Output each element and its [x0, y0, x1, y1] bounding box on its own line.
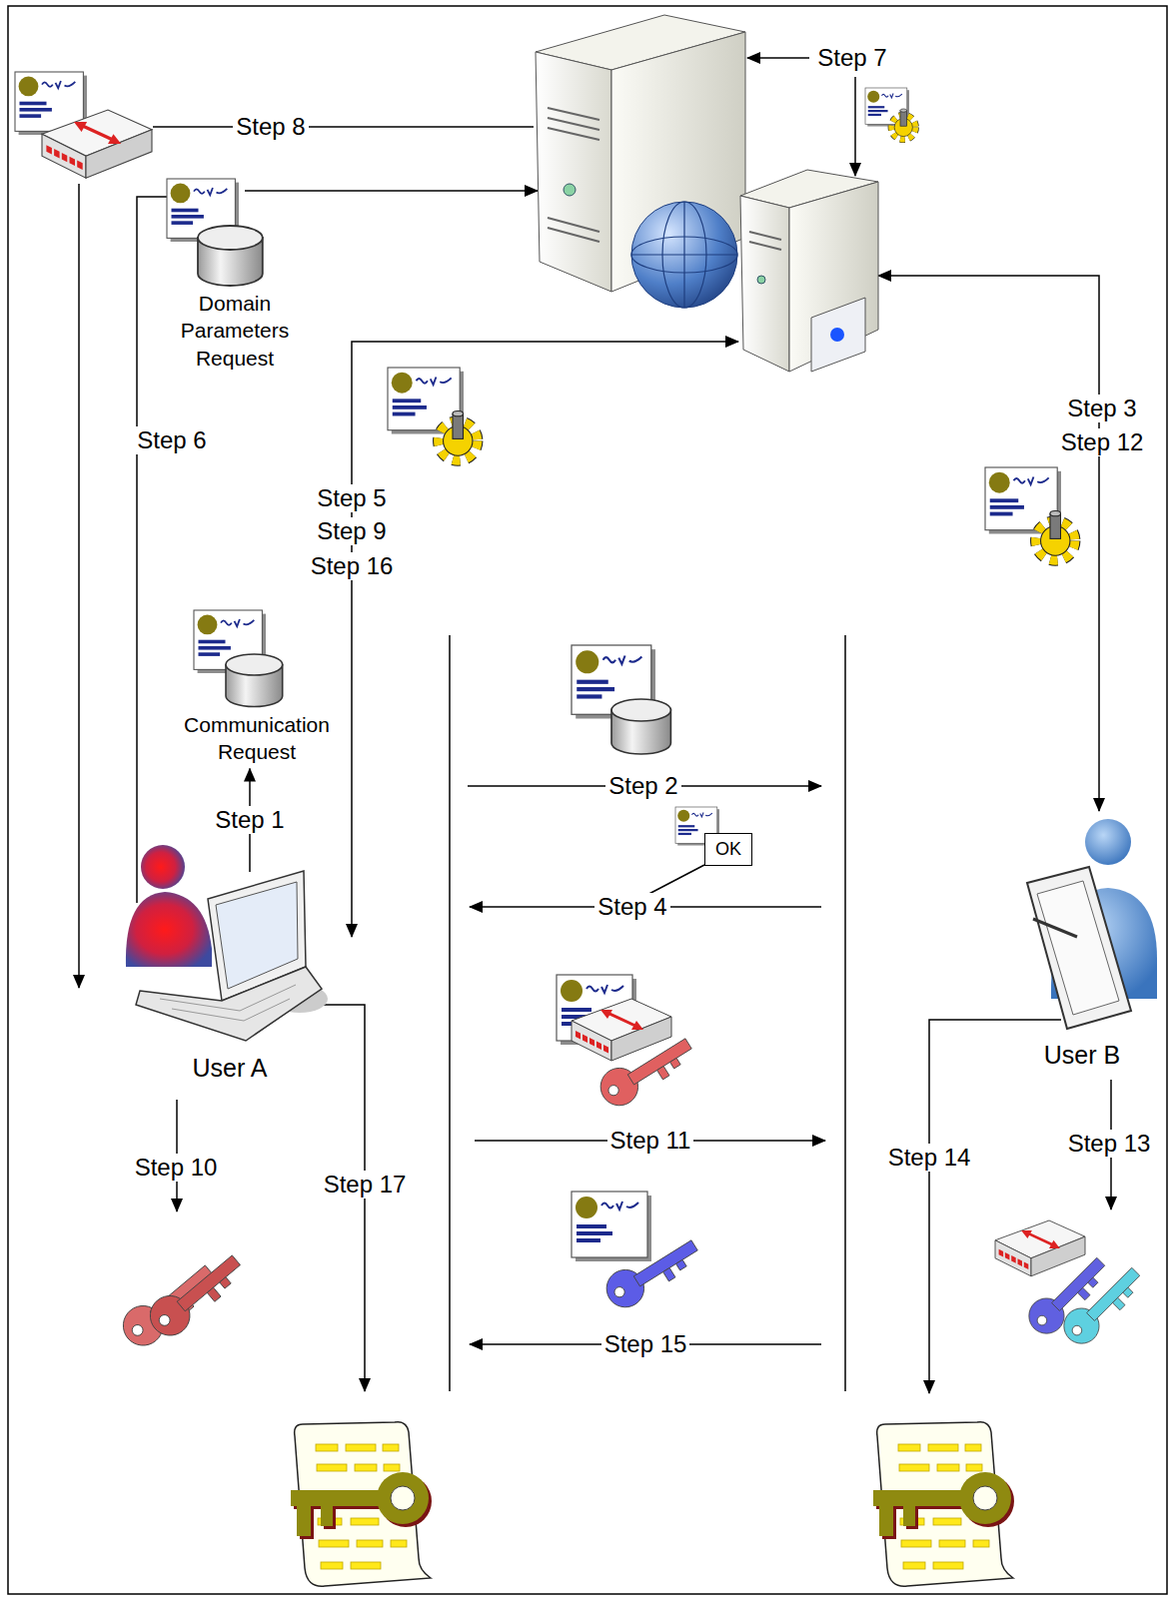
icons-part	[1057, 1259, 1150, 1352]
request-node: Communication Request	[161, 711, 352, 767]
icons-part	[438, 411, 477, 461]
user-node: User A	[119, 872, 340, 1085]
step-label: Step 17	[320, 1171, 410, 1199]
wires-part	[854, 76, 857, 176]
user-a-figure-part	[135, 967, 322, 1042]
user-b-figure-part	[1085, 819, 1132, 866]
step-label: Step 11	[607, 1127, 695, 1156]
icons-part	[1036, 511, 1075, 561]
node-text: Communication Request	[161, 711, 352, 767]
step-label: Step 5	[313, 484, 389, 513]
ca-server-part	[811, 297, 866, 372]
step-label: Step 8	[232, 112, 308, 141]
user-a-figure-part	[159, 985, 296, 1022]
user-b-figure	[1027, 819, 1158, 1030]
step-label: Step 15	[601, 1330, 691, 1359]
icons-part	[611, 699, 671, 755]
user-a-figure-part	[140, 845, 185, 890]
icons-part	[197, 225, 263, 286]
step-label: Step 4	[594, 893, 670, 922]
step-label: Step 7	[814, 43, 890, 72]
step-label: Step 10	[131, 1154, 221, 1182]
wires-part	[747, 56, 810, 59]
web-server	[535, 14, 746, 308]
wires-part	[244, 189, 538, 192]
web-server-part	[563, 183, 576, 196]
icons-part	[599, 1229, 705, 1315]
step-label: Step 3	[1064, 394, 1140, 423]
wires-part	[844, 635, 847, 1392]
icons-part	[873, 1422, 1015, 1587]
wires-part	[77, 183, 80, 989]
user-b-figure-part	[1037, 881, 1120, 1016]
wires-part	[448, 635, 451, 1392]
step-label: Step 9	[313, 517, 389, 546]
web-server-part	[631, 201, 738, 308]
icons-part	[995, 1220, 1086, 1277]
step-label: Step 16	[307, 552, 397, 581]
ca-server-part	[740, 195, 790, 372]
icons-part	[290, 1422, 432, 1587]
user-b-figure-part	[1033, 919, 1078, 938]
wires-part	[351, 341, 739, 938]
step-label: Step 12	[1058, 428, 1148, 457]
icons-part	[571, 999, 672, 1062]
ca-server-part	[789, 181, 879, 372]
node-text: User A	[119, 1052, 340, 1086]
ca-server-part	[830, 327, 845, 342]
icons-part	[571, 1191, 652, 1262]
step-label: Step 2	[605, 772, 681, 801]
icons-part	[41, 109, 152, 178]
ok-box: OK	[704, 833, 753, 867]
icons-part	[593, 1028, 699, 1114]
node-text: Domain Parameters Request	[164, 289, 305, 372]
web-server-part	[547, 107, 600, 242]
step-label: Step 1	[211, 806, 287, 835]
step-label: Step 6	[133, 426, 209, 455]
icons-part	[892, 108, 916, 139]
user-node: User B	[1044, 1039, 1121, 1073]
web-server-part	[631, 201, 738, 308]
wires-part	[136, 196, 170, 904]
user-a-figure-part	[215, 882, 298, 990]
step-label: Step 14	[885, 1144, 975, 1173]
ca-server-part	[749, 231, 782, 250]
icons	[14, 71, 1149, 1587]
ca-server-part	[757, 275, 766, 284]
user-a-figure	[125, 845, 328, 1042]
step-label: Step 13	[1065, 1130, 1155, 1159]
web-server-part-part	[683, 201, 685, 308]
request-node: Domain Parameters Request	[164, 289, 305, 372]
user-b-figure-part	[1027, 867, 1132, 1030]
icons-part	[141, 1245, 249, 1345]
icons-part	[225, 654, 283, 708]
user-a-figure-part	[125, 892, 212, 968]
wires-part	[152, 125, 534, 128]
frame	[7, 5, 1168, 1595]
node-text: OK	[715, 838, 742, 862]
web-server-part	[535, 51, 612, 292]
ca-server	[740, 169, 879, 372]
node-text: User B	[1044, 1039, 1121, 1073]
wires-part	[929, 1020, 1062, 1394]
wires-part	[878, 275, 1100, 812]
